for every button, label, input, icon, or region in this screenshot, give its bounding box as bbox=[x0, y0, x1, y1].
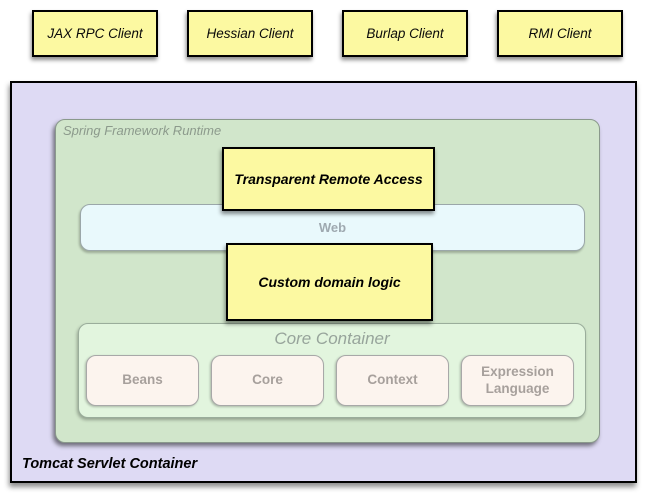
client-box-label: Hessian Client bbox=[206, 26, 294, 41]
custom-domain-logic-box: Custom domain logic bbox=[226, 243, 433, 321]
module-box-context: Context bbox=[336, 355, 449, 406]
module-label: Core bbox=[252, 372, 283, 388]
client-box-label: JAX RPC Client bbox=[47, 26, 143, 41]
module-box-core: Core bbox=[211, 355, 324, 406]
custom-domain-logic-label: Custom domain logic bbox=[258, 274, 401, 290]
module-label: Context bbox=[367, 372, 418, 388]
module-box-beans: Beans bbox=[86, 355, 199, 406]
core-container-label: Core Container bbox=[274, 329, 390, 348]
module-label: Expression Language bbox=[481, 364, 554, 396]
client-box-rmi: RMI Client bbox=[497, 10, 623, 57]
module-box-expression-language: Expression Language bbox=[461, 355, 574, 406]
core-container: Core Container Beans Core Context Expres… bbox=[78, 323, 586, 418]
client-box-jax-rpc: JAX RPC Client bbox=[32, 10, 158, 57]
tomcat-container-label: Tomcat Servlet Container bbox=[22, 456, 198, 472]
transparent-remote-access-box: Transparent Remote Access bbox=[222, 147, 435, 211]
client-box-hessian: Hessian Client bbox=[187, 10, 313, 57]
transparent-remote-access-label: Transparent Remote Access bbox=[234, 171, 423, 187]
spring-runtime-label: Spring Framework Runtime bbox=[63, 123, 222, 138]
client-box-label: Burlap Client bbox=[366, 26, 444, 41]
module-label: Beans bbox=[122, 372, 163, 388]
client-box-label: RMI Client bbox=[528, 26, 592, 41]
web-layer-label: Web bbox=[318, 220, 347, 235]
client-box-burlap: Burlap Client bbox=[342, 10, 468, 57]
